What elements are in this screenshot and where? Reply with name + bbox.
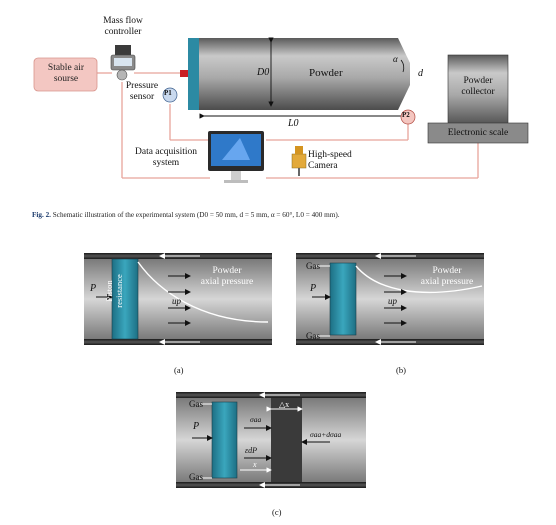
fig2-caption: Fig. 2. Schematic illustration of the ex… [32,211,340,219]
fig3a-powder-label: Powder axial pressure [200,266,254,287]
fig3c-tag: (c) [272,507,282,517]
fig3c-gas-top: Gas [189,399,203,409]
fig3c-sigma2-label: σaa+dσaa [310,430,342,439]
collector-label: Powder collector [461,76,495,97]
connection-lines [97,72,479,179]
fig3b-p-label: P [310,283,317,294]
fig3c-tw-label: τw [318,485,327,494]
fig3b-tw-label: τw [428,342,437,351]
fig3c-edp-label: εdP [245,446,258,455]
l0-label: L0 [288,118,299,129]
alpha-label: α [393,54,398,64]
air-source-label: Stable air sourse [47,63,85,84]
gas-permeable-plate [188,38,199,110]
fig3c [176,392,366,488]
fig3b [296,253,484,345]
p1-sensor [162,87,178,103]
camera-label: High-speed Camera [308,150,352,171]
gas-plate-label: Gas-permeable plate [183,28,188,70]
caption-label: Fig. 2. [32,211,51,219]
mfc-label: Mass flow controller [103,16,143,37]
fig3a-tag: (a) [174,365,184,375]
fig3a [84,253,272,345]
das-label: Data acquisition system [135,147,197,168]
pressure-sensor-label: Pressure sensor [125,81,159,102]
connector [180,70,188,77]
main-tube [188,38,410,110]
electronic-scale [427,122,529,144]
fig3a-tw-label: τw [208,342,217,351]
piston-label: Piston resistance [104,274,124,308]
fig3a-up-label: up [172,296,181,306]
air-source-box [33,57,98,92]
caption-text: Schematic illustration of the experiment… [52,211,340,219]
monitor [208,131,264,183]
fig3c-dx-label: △x [279,400,290,409]
high-speed-camera [291,146,307,176]
p1-label: P1 [164,89,172,97]
scale-label: Electronic scale [447,128,509,138]
alpha-arc [400,59,405,73]
p2-label: P2 [402,111,410,119]
fig3c-sigma-label: σaa [250,415,262,424]
fig3b-tag: (b) [396,365,406,375]
fig3c-p-label: P [193,421,200,432]
p2-sensor [400,109,416,125]
fig3b-powder-label: Powder axial pressure [420,266,474,287]
fig3b-gas-top: Gas [306,261,320,271]
fig3b-gas-bottom: Gas [306,331,320,341]
d0-label: D0 [257,67,270,78]
d-label: d [418,68,423,79]
fig3b-up-label: up [388,296,397,306]
mass-flow-controller-device [110,45,136,81]
fig3a-p-label: P [90,283,97,294]
fig3c-x-label: x [253,460,257,469]
fig3c-gas-bottom: Gas [189,472,203,482]
powder-label: Powder [309,67,343,79]
